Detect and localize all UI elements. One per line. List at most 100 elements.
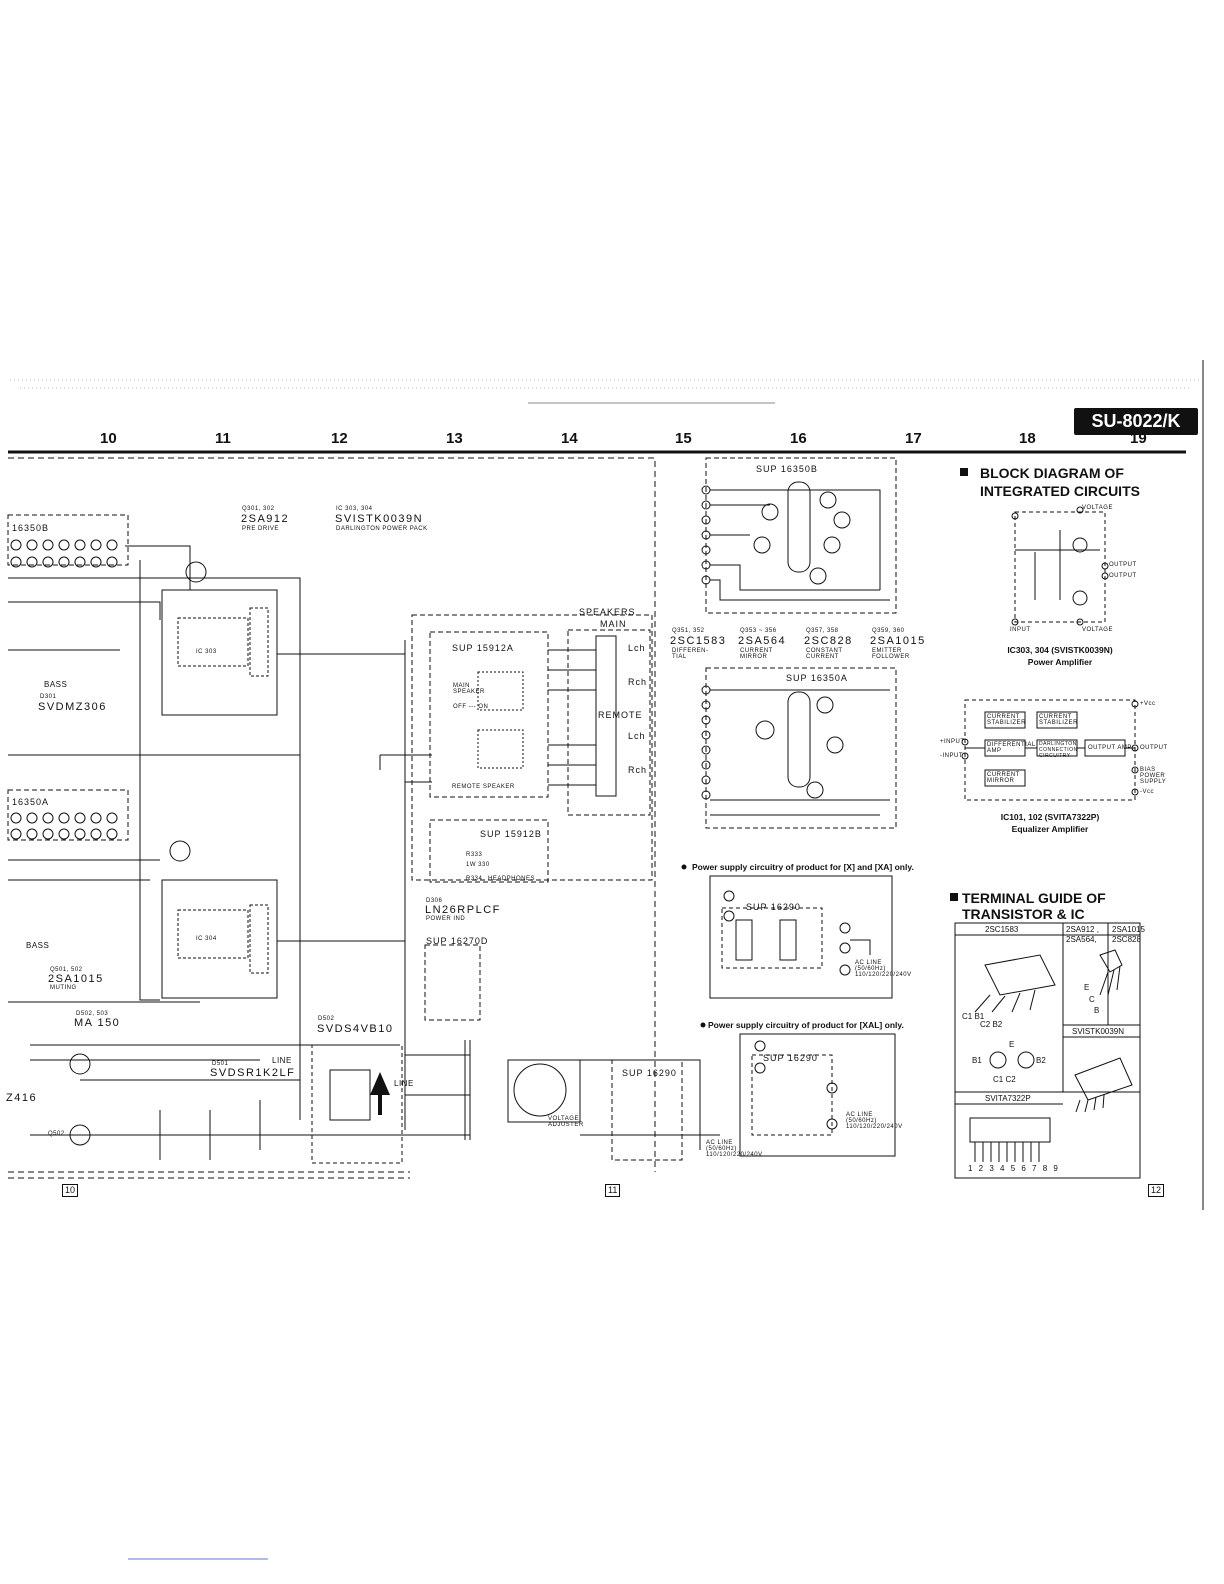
label-ic303: IC 303 — [196, 649, 217, 655]
tg-2sa1015: 2SA1015 — [1112, 925, 1145, 934]
grid-col-13: 13 — [446, 430, 463, 447]
pa-output1-label: OUTPUT — [1109, 562, 1137, 568]
label-line-1: LINE — [272, 1056, 292, 1065]
label-q351-role: DIFFEREN-TIAL — [672, 648, 709, 660]
model-badge: SU-8022/K — [1074, 408, 1198, 435]
label-sup-15912b: SUP 15912B — [480, 829, 542, 839]
eq-darlington: DARLINGTON CONNECTION CIRCUITRY — [1039, 741, 1078, 759]
tg-2sc1583: 2SC1583 — [985, 925, 1019, 934]
eq-vcc: +Vcc — [1140, 701, 1156, 707]
label-d502-pn: SVDS4VB10 — [317, 1023, 394, 1035]
label-ic304: IC 304 — [196, 936, 217, 942]
label-q357-358: Q357, 358 — [806, 628, 839, 634]
label-main: MAIN — [600, 619, 627, 629]
label-off-on: OFF --- ON — [453, 704, 489, 710]
label-q501-502-pn: 2SA1015 — [48, 973, 104, 985]
tg-pin-e2: E — [1009, 1040, 1015, 1049]
sheet-number-11: 11 — [605, 1184, 621, 1197]
eq-current-mirror: CURRENT MIRROR — [987, 772, 1020, 784]
pa-voltage-top-label: VOLTAGE — [1082, 505, 1113, 511]
label-sup-15912a: SUP 15912A — [452, 643, 514, 653]
label-d301: D301 — [40, 694, 57, 700]
eq-output-amp: OUTPUT AMP — [1088, 745, 1132, 751]
label-ac-line-xal: AC LINE (50/60Hz) 110/120/220/240V — [846, 1112, 903, 1130]
label-q502: Q502 — [48, 1131, 65, 1137]
tg-pin-c2b2: C2 B2 — [980, 1020, 1003, 1029]
tg-svita7322p: SVITA7322P — [985, 1094, 1031, 1103]
label-sup-16350b: SUP 16350B — [756, 464, 818, 474]
label-headphones: HEADPHONES — [488, 876, 536, 882]
label-muting: MUTING — [50, 985, 77, 991]
label-remote-speaker: REMOTE SPEAKER — [452, 784, 515, 790]
label-d301-pn: SVDMZ306 — [38, 701, 107, 713]
label-q351-352: Q351, 352 — [672, 628, 705, 634]
label-pre-drive: PRE DRIVE — [242, 526, 279, 532]
label-ic303-304-pn: SVISTK0039N — [335, 513, 424, 525]
label-ac-line-main: AC LINE (50/60Hz) 110/120/220/240V — [706, 1140, 763, 1158]
label-speakers: SPEAKERS — [579, 607, 636, 617]
label-main-speaker: MAIN SPEAKER — [453, 683, 485, 695]
label-d501: D501 — [212, 1061, 229, 1067]
tg-pin-e: E — [1084, 983, 1090, 992]
terminal-guide-title-2: TRANSISTOR & IC — [962, 906, 1085, 922]
label-d502-503-pn: MA 150 — [74, 1017, 121, 1029]
label-rch-remote: Rch — [628, 765, 648, 775]
grid-col-19: 19 — [1130, 430, 1147, 447]
eq-caption-1: IC101, 102 (SVITA7322P) — [1000, 812, 1100, 822]
tg-pin-c: C — [1089, 995, 1095, 1004]
label-lch-main: Lch — [628, 643, 646, 653]
tg-pin-numbers: 1 2 3 4 5 6 7 8 9 — [968, 1164, 1060, 1173]
block-diagram-title-2: INTEGRATED CIRCUITS — [980, 483, 1140, 499]
label-q357-role: CONSTANT CURRENT — [806, 648, 843, 660]
note-xal: Power supply circuitry of product for [X… — [708, 1020, 904, 1030]
tg-pin-b: B — [1094, 1006, 1100, 1015]
label-sup-16290-xxa: SUP 16290 — [746, 902, 801, 912]
label-sup-16270d: SUP 16270D — [426, 936, 489, 946]
label-rch-main: Rch — [628, 677, 648, 687]
label-remote: REMOTE — [598, 710, 643, 720]
label-bass-1: BASS — [44, 680, 68, 689]
grid-col-12: 12 — [331, 430, 348, 447]
tg-svistk0039n: SVISTK0039N — [1072, 1027, 1125, 1036]
label-q359-role: EMITTER FOLLOWER — [872, 648, 910, 660]
label-ac-line-xxa: AC LINE (50/60Hz) 110/120/220/240V — [855, 960, 912, 978]
grid-col-10: 10 — [100, 430, 117, 447]
pa-output2-label: OUTPUT — [1109, 573, 1137, 579]
label-w330: 1W 330 — [466, 862, 490, 868]
label-darlington-pack: DARLINGTON POWER PACK — [336, 526, 428, 532]
label-q301-302: Q301, 302 — [242, 506, 275, 512]
tg-2sc828: 2SC828 — [1112, 935, 1141, 944]
grid-col-17: 17 — [905, 430, 922, 447]
label-q357-358-pn: 2SC828 — [804, 635, 853, 647]
pa-input-label: INPUT — [1010, 627, 1031, 633]
label-q351-352-pn: 2SC1583 — [670, 635, 727, 647]
grid-col-16: 16 — [790, 430, 807, 447]
terminal-guide-title-1: TERMINAL GUIDE OF — [962, 890, 1106, 906]
label-lch-remote: Lch — [628, 731, 646, 741]
eq-plus-input: +INPUT — [940, 739, 965, 745]
label-q353-356: Q353 ~ 356 — [740, 628, 777, 634]
label-r333: R333 — [466, 852, 483, 858]
label-r334: R334 — [466, 876, 483, 882]
sheet-number-10: 10 — [62, 1184, 79, 1197]
eq-minus-input: -INPUT — [940, 753, 963, 759]
grid-col-15: 15 — [675, 430, 692, 447]
eq-output: OUTPUT — [1140, 745, 1168, 751]
tg-pin-c1b1: C1 B1 — [962, 1012, 985, 1021]
label-d306-pn: LN26RPLCF — [425, 904, 501, 916]
pa-voltage-bottom-label: VOLTAGE — [1082, 627, 1113, 633]
note-x-xa: Power supply circuitry of product for [X… — [692, 862, 914, 872]
label-q501-502: Q501, 502 — [50, 967, 83, 973]
label-sup-16350a: SUP 16350A — [786, 673, 848, 683]
label-q353-356-pn: 2SA564 — [738, 635, 787, 647]
eq-differential-amp: DIFFERENTIAL AMP — [987, 742, 1036, 754]
label-sup-16290-main: SUP 16290 — [622, 1068, 677, 1078]
tg-2sa912: 2SA912 , — [1066, 925, 1099, 934]
label-q359-360-pn: 2SA1015 — [870, 635, 926, 647]
grid-col-11: 11 — [215, 430, 231, 447]
label-line-2: LINE — [394, 1079, 414, 1088]
label-sup-16290-xal: SUP 16290 — [763, 1053, 818, 1063]
tg-pin-c-bottom: C1 C2 — [993, 1075, 1016, 1084]
label-left-16350a: 16350A — [12, 797, 50, 807]
